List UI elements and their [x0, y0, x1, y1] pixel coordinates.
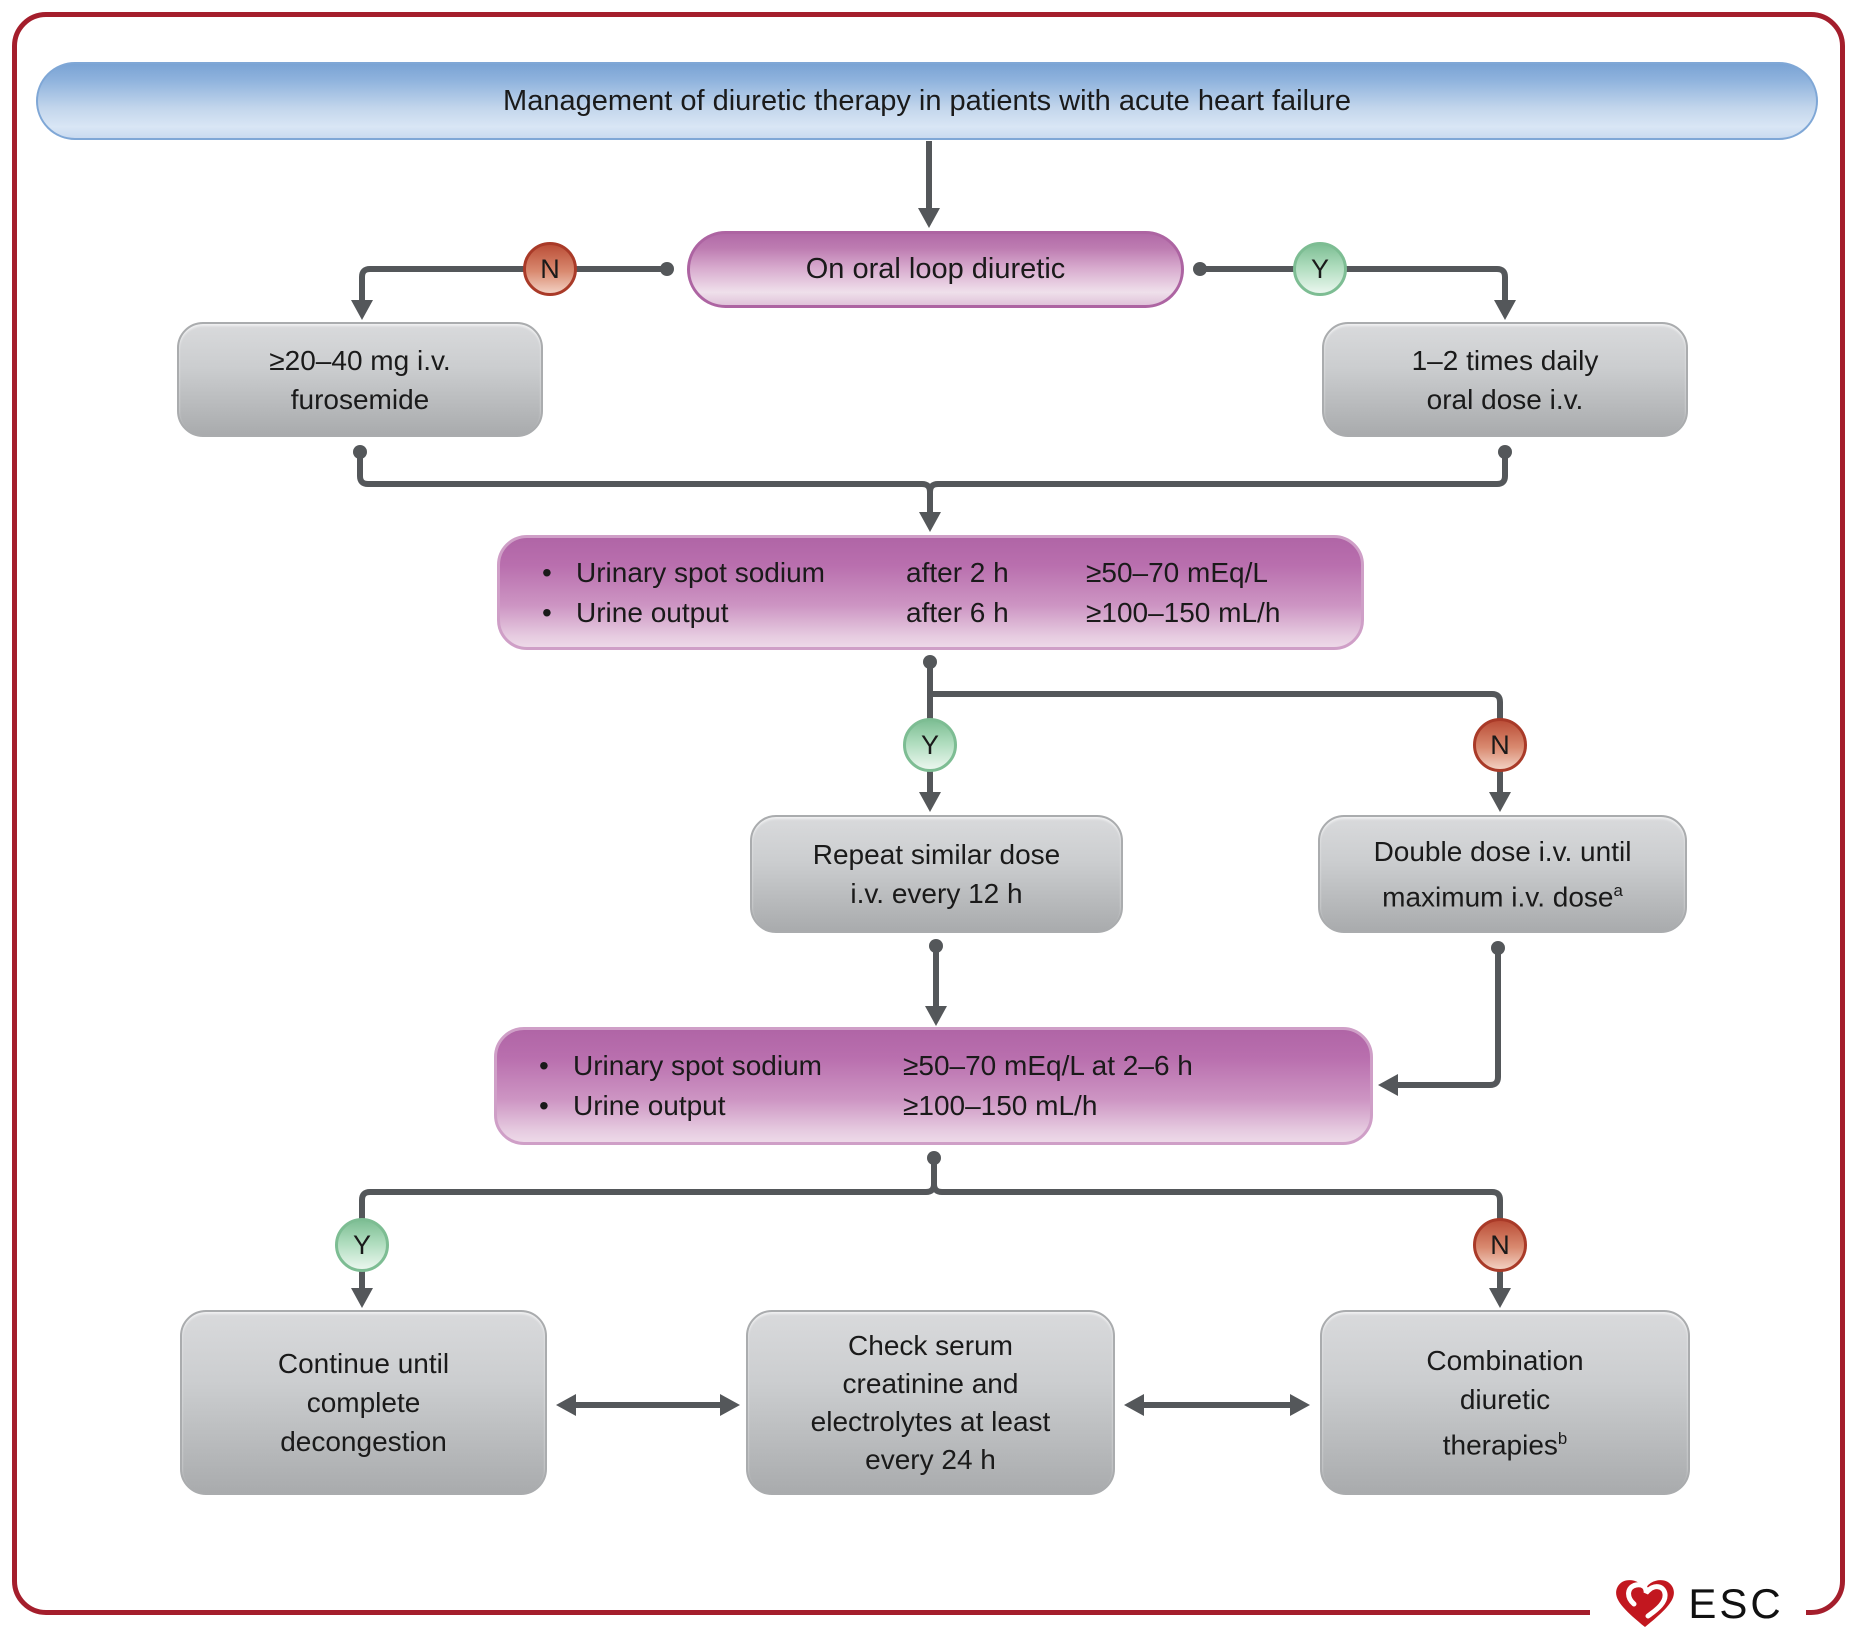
- start-label: On oral loop diuretic: [805, 253, 1066, 285]
- node-line: complete: [306, 1387, 421, 1418]
- footnote-marker: a: [1613, 880, 1623, 900]
- node-line: Double dose i.v. until: [1373, 835, 1632, 867]
- badge-letter: N: [540, 253, 560, 284]
- node-iv-furosemide: ≥20–40 mg i.v. furosemide: [177, 322, 543, 437]
- node-line-text: maximum i.v. dose: [1382, 881, 1614, 913]
- node-repeat-dose: Repeat similar dose i.v. every 12 h: [750, 815, 1123, 933]
- node-line: therapiesb: [1443, 1419, 1568, 1464]
- node-oral-dose-iv: 1–2 times daily oral dose i.v.: [1322, 322, 1688, 437]
- node-line: ≥20–40 mg i.v.: [269, 344, 451, 376]
- esc-logo: ESC: [1590, 1565, 1806, 1639]
- assess-value: ≥100–150 mL/h: [903, 1090, 1098, 1121]
- node-line: Check serum: [848, 1329, 1013, 1361]
- node-line: every 24 h: [865, 1443, 996, 1475]
- badge-letter: Y: [352, 1229, 371, 1260]
- bullet-icon: •: [539, 1090, 549, 1121]
- assess-time: after 2 h: [906, 556, 1009, 588]
- badge-no-bottom: N: [1473, 1218, 1527, 1272]
- node-line: creatinine and: [842, 1367, 1019, 1399]
- assess-label: Urinary spot sodium: [576, 556, 825, 588]
- badge-letter: N: [1490, 1229, 1510, 1260]
- node-assess-initial: • Urinary spot sodium after 2 h ≥50–70 m…: [497, 535, 1364, 650]
- heart-icon: [1616, 1580, 1675, 1627]
- assess-label: Urine output: [573, 1090, 726, 1121]
- node-double-dose: Double dose i.v. until maximum i.v. dose…: [1318, 815, 1687, 933]
- node-line-text: therapies: [1442, 1429, 1558, 1461]
- assess-row: • Urine output after 6 h ≥100–150 mL/h: [500, 593, 1361, 633]
- node-line: i.v. every 12 h: [850, 878, 1023, 909]
- assess-value: ≥50–70 mEq/L: [1086, 556, 1268, 588]
- assess-label: Urine output: [576, 596, 729, 628]
- title-banner: Management of diuretic therapy in patien…: [36, 62, 1818, 140]
- bullet-icon: •: [542, 596, 552, 628]
- node-line: furosemide: [290, 383, 430, 415]
- title-text: Management of diuretic therapy in patien…: [503, 84, 1351, 117]
- node-combination-therapies: Combination diuretic therapiesb: [1320, 1310, 1690, 1495]
- frame-border: [12, 12, 1845, 1615]
- assess-value: ≥50–70 mEq/L at 2–6 h: [903, 1050, 1193, 1081]
- badge-yes-top: Y: [1293, 242, 1347, 296]
- footnote-marker: b: [1557, 1428, 1568, 1448]
- node-line: Combination: [1426, 1344, 1584, 1376]
- esc-logo-text: ESC: [1688, 1580, 1784, 1627]
- node-check-serum: Check serum creatinine and electrolytes …: [746, 1310, 1115, 1495]
- assess-label: Urinary spot sodium: [573, 1050, 822, 1081]
- node-line: maximum i.v. dosea: [1382, 871, 1623, 916]
- assess-time: after 6 h: [906, 596, 1009, 628]
- node-line: oral dose i.v.: [1426, 383, 1584, 415]
- assess-row: • Urine output ≥100–150 mL/h: [497, 1086, 1370, 1126]
- badge-no-mid: N: [1473, 718, 1527, 772]
- node-continue-decongestion: Continue until complete decongestion: [180, 1310, 547, 1495]
- badge-letter: Y: [920, 729, 939, 760]
- bullet-icon: •: [542, 556, 552, 588]
- node-line: electrolytes at least: [810, 1405, 1051, 1437]
- node-line: 1–2 times daily: [1411, 344, 1599, 376]
- assess-row: • Urinary spot sodium after 2 h ≥50–70 m…: [500, 553, 1361, 593]
- bullet-icon: •: [539, 1050, 549, 1081]
- node-line: Continue until: [277, 1348, 450, 1379]
- badge-no-top: N: [523, 242, 577, 296]
- badge-yes-bottom: Y: [335, 1218, 389, 1272]
- badge-letter: Y: [1310, 253, 1329, 284]
- node-line: Repeat similar dose: [812, 839, 1061, 870]
- assess-value: ≥100–150 mL/h: [1086, 596, 1281, 628]
- node-assess-followup: • Urinary spot sodium ≥50–70 mEq/L at 2–…: [494, 1027, 1373, 1145]
- start-node: On oral loop diuretic: [687, 231, 1184, 308]
- assess-row: • Urinary spot sodium ≥50–70 mEq/L at 2–…: [497, 1046, 1370, 1086]
- node-line: diuretic: [1459, 1383, 1551, 1415]
- node-line: decongestion: [280, 1426, 447, 1457]
- badge-letter: N: [1490, 729, 1510, 760]
- badge-yes-mid: Y: [903, 718, 957, 772]
